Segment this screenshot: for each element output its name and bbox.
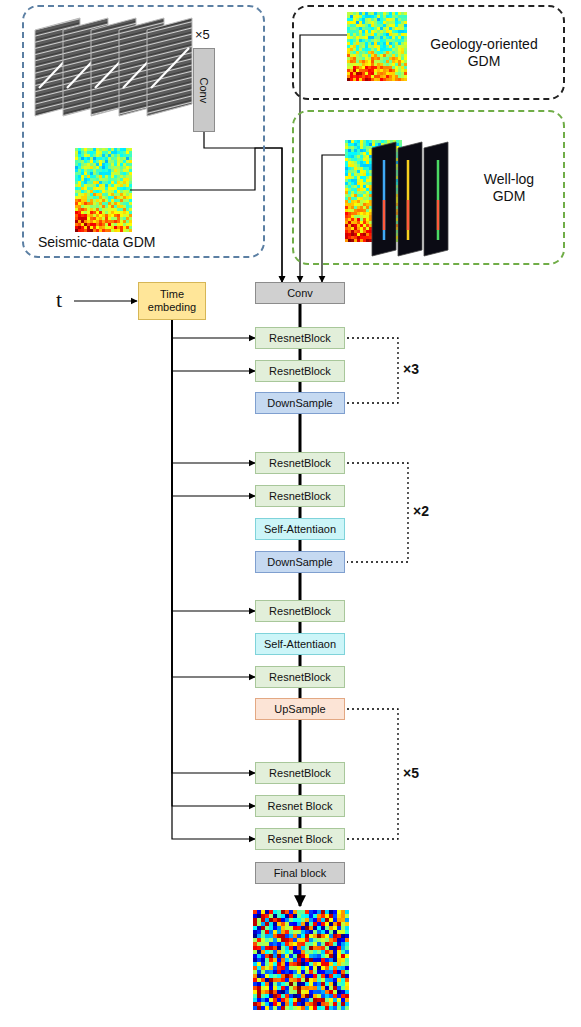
node-label: DownSample bbox=[267, 397, 332, 410]
geology-group-box: Geology-oriented GDM bbox=[292, 5, 565, 100]
backbone-line bbox=[299, 573, 302, 600]
repeat-count: ×3 bbox=[403, 361, 419, 377]
backbone-line bbox=[299, 688, 302, 698]
resnet-block: ResnetBlock bbox=[255, 600, 345, 622]
resnet-block: ResnetBlock bbox=[255, 452, 345, 474]
resnet-block: Resnet Block bbox=[255, 828, 345, 850]
resnet-block: Resnet Block bbox=[255, 795, 345, 817]
backbone-line bbox=[299, 304, 302, 327]
fault-line bbox=[151, 48, 189, 88]
downsample-block: DownSample bbox=[255, 551, 345, 573]
connector-arrow bbox=[204, 132, 282, 282]
node-label: Resnet Block bbox=[268, 833, 333, 846]
resnet-block: ResnetBlock bbox=[255, 360, 345, 382]
downsample-block: DownSample bbox=[255, 392, 345, 414]
connector-arrow bbox=[172, 320, 255, 611]
node-label: ResnetBlock bbox=[269, 767, 331, 780]
node-label: ResnetBlock bbox=[269, 671, 331, 684]
node-label: Self-Attentiaon bbox=[264, 523, 336, 536]
node-label: ResnetBlock bbox=[269, 332, 331, 345]
connector-arrow bbox=[130, 148, 282, 282]
node-label: Time embeding bbox=[142, 288, 202, 313]
seismic-group-box: Seismic-data GDM Conv bbox=[22, 5, 265, 258]
node-label: Geology-oriented GDM bbox=[423, 36, 545, 68]
attention-block: Self-Attentiaon bbox=[255, 633, 345, 655]
seismic-images bbox=[35, 18, 192, 116]
conv-block: Final block bbox=[255, 862, 345, 884]
node-label: ResnetBlock bbox=[269, 490, 331, 503]
connector-arrow bbox=[172, 320, 255, 773]
node-label: Resnet Block bbox=[268, 800, 333, 813]
conv-box: Conv bbox=[193, 48, 215, 132]
input-arrow bbox=[74, 300, 137, 301]
repeat-count: ×5 bbox=[195, 27, 210, 42]
time-symbol: t bbox=[56, 287, 62, 313]
backbone-line bbox=[299, 474, 302, 485]
node-label: DownSample bbox=[267, 556, 332, 569]
backbone-line bbox=[299, 784, 302, 795]
velocity-image bbox=[75, 148, 132, 232]
node-label: Well-log GDM bbox=[469, 171, 549, 203]
well-log-panels bbox=[372, 142, 448, 256]
backbone-line bbox=[299, 349, 302, 360]
node-label: Seismic-data GDM bbox=[38, 234, 155, 250]
noise-output-image bbox=[253, 910, 349, 1010]
connector-arrow bbox=[172, 320, 255, 496]
connector-arrow bbox=[322, 155, 345, 282]
velocity-images bbox=[75, 12, 407, 1010]
conv-block: Conv bbox=[255, 282, 345, 304]
backbone-line bbox=[299, 720, 302, 762]
output-arrow bbox=[299, 884, 302, 906]
backbone-line bbox=[299, 540, 302, 551]
repeat-bracket bbox=[347, 338, 408, 839]
connector-arrow bbox=[172, 320, 255, 839]
backbone-line bbox=[299, 655, 302, 666]
well-log-group-box: Well-log GDM bbox=[292, 110, 565, 265]
backbone-line bbox=[299, 817, 302, 828]
node-label: Conv bbox=[287, 287, 313, 300]
repeat-count: ×2 bbox=[413, 503, 429, 519]
backbone-line bbox=[299, 622, 302, 633]
backbone-line bbox=[299, 414, 302, 452]
connector-arrow bbox=[172, 320, 255, 463]
resnet-block: ResnetBlock bbox=[255, 666, 345, 688]
seismic-panel bbox=[147, 18, 192, 116]
time-embedding-box: Time embeding bbox=[138, 282, 206, 320]
resnet-block: ResnetBlock bbox=[255, 762, 345, 784]
backbone-line bbox=[299, 850, 302, 862]
node-label: Final block bbox=[274, 867, 327, 880]
connector-arrow bbox=[300, 35, 347, 282]
node-label: UpSample bbox=[274, 703, 325, 716]
attention-block: Self-Attentiaon bbox=[255, 518, 345, 540]
node-label: Self-Attentiaon bbox=[264, 638, 336, 651]
upsample-block: UpSample bbox=[255, 698, 345, 720]
connector-arrow bbox=[172, 320, 255, 806]
backbone-line bbox=[299, 507, 302, 518]
node-label: Conv bbox=[198, 77, 211, 103]
connector-arrow bbox=[172, 320, 255, 338]
node-label: ResnetBlock bbox=[269, 457, 331, 470]
repeat-count: ×5 bbox=[403, 765, 419, 781]
node-label: ResnetBlock bbox=[269, 365, 331, 378]
connector-arrow bbox=[172, 320, 255, 371]
node-label: ResnetBlock bbox=[269, 605, 331, 618]
velocity-image bbox=[347, 12, 407, 81]
backbone-line bbox=[299, 382, 302, 392]
resnet-block: ResnetBlock bbox=[255, 327, 345, 349]
connector-arrow bbox=[172, 320, 255, 677]
resnet-block: ResnetBlock bbox=[255, 485, 345, 507]
